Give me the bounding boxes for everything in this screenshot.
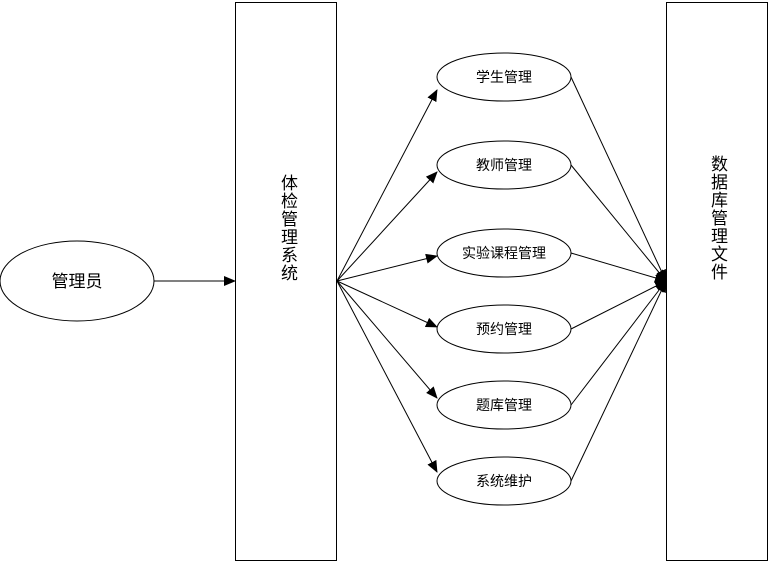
- module-label: 学生管理: [476, 70, 532, 86]
- module-ellipse: [436, 228, 572, 278]
- module-to-storage-arrow: [570, 164, 667, 282]
- module-node: 教师管理: [436, 140, 572, 190]
- admin-node: 管理员: [0, 240, 155, 322]
- module-node: 实验课程管理: [436, 228, 572, 278]
- module-ellipse: [436, 304, 572, 354]
- module-node: 预约管理: [436, 304, 572, 354]
- system-to-module-arrow: [336, 171, 438, 282]
- module-node: 学生管理: [436, 52, 572, 102]
- module-node: 题库管理: [436, 380, 572, 430]
- system-node: 体检管理系统: [235, 2, 337, 561]
- module-to-storage-arrow: [570, 280, 667, 330]
- module-label: 教师管理: [476, 158, 532, 174]
- module-ellipse: [436, 140, 572, 190]
- storage-label: 数据库管理文件: [707, 155, 728, 281]
- module-node: 系统维护: [436, 456, 572, 506]
- system-to-module-arrow: [336, 253, 438, 282]
- storage-node: 数据库管理文件: [666, 2, 768, 561]
- module-to-storage-arrow: [570, 76, 667, 282]
- module-to-storage-arrow: [570, 252, 667, 283]
- module-label: 实验课程管理: [462, 246, 546, 262]
- system-to-module-arrow: [336, 280, 438, 328]
- system-label: 体检管理系统: [277, 174, 298, 282]
- system-to-module-arrow: [336, 89, 438, 282]
- system-to-module-arrow: [336, 280, 438, 399]
- module-to-storage-arrow: [570, 280, 667, 482]
- module-ellipse: [436, 52, 572, 102]
- system-to-module-arrow: [336, 280, 438, 473]
- module-label: 系统维护: [476, 474, 532, 490]
- module-ellipse: [436, 380, 572, 430]
- module-to-storage-arrow: [570, 280, 667, 406]
- module-label: 题库管理: [476, 398, 532, 414]
- admin-label: 管理员: [52, 272, 103, 292]
- module-label: 预约管理: [476, 322, 532, 338]
- module-ellipse: [436, 456, 572, 506]
